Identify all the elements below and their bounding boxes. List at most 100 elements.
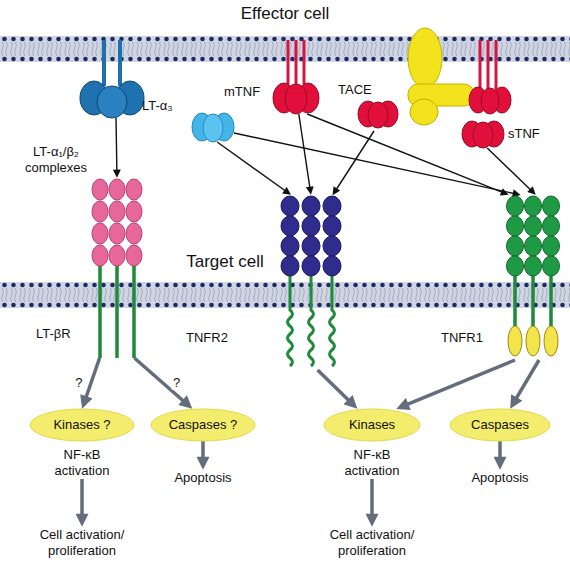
protein-domain: [302, 196, 320, 216]
arrow: [84, 358, 100, 404]
protein-domain: [508, 326, 522, 356]
stalk: [287, 40, 290, 84]
protein-domain: [97, 86, 127, 118]
receptor: TNFR1: [503, 195, 563, 360]
protein-domain: [126, 245, 142, 266]
enzyme-label: TACE: [338, 82, 372, 98]
protein-domain: [281, 196, 299, 216]
protein-domain: [544, 326, 558, 356]
tace-body: [408, 28, 442, 88]
stalk: [102, 40, 106, 86]
stalk: [513, 275, 517, 326]
tace-enzyme: [408, 28, 474, 125]
target-membrane: [0, 282, 570, 308]
arrow: [115, 118, 117, 175]
protein-domain: [302, 216, 320, 236]
protein-domain: [92, 201, 108, 222]
arrow: [217, 142, 289, 193]
tnfr2-shape: [278, 195, 344, 370]
outcome-label: Cell activation/ proliferation: [317, 527, 427, 559]
stalk: [115, 266, 119, 358]
outcome-label: NF-κB activation: [42, 447, 122, 479]
pathway-ellipse: Caspases: [450, 409, 550, 441]
stalk: [295, 40, 298, 84]
protein-domain: [323, 236, 341, 256]
arrow: [201, 441, 205, 465]
outcome-text: Apoptosis: [158, 470, 248, 486]
stalk: [479, 40, 482, 90]
outcome-label: Apoptosis: [455, 470, 545, 486]
cleaved-mtnf: [469, 40, 511, 114]
protein-domain: [109, 223, 125, 244]
outcome-text: NF-κB activation: [42, 447, 122, 479]
protein-domain: [302, 256, 320, 276]
effector-membrane: [0, 36, 570, 62]
ltcomplex-shape: [72, 62, 152, 118]
arrow: [401, 360, 515, 407]
edge-label: ?: [73, 374, 84, 389]
protein-domain: [92, 223, 108, 244]
protein-domain: [126, 223, 142, 244]
pathway-ellipse: Kinases: [324, 409, 420, 441]
receptor-tail: [309, 275, 314, 366]
receptor-name: TNFR1: [441, 330, 483, 346]
protein-domain: [302, 236, 320, 256]
protein-domain: [126, 201, 142, 222]
arrow: [299, 114, 311, 192]
outcome-text: Cell activation/ proliferation: [27, 527, 137, 559]
protein-domain: [543, 196, 560, 216]
protein-domain: [281, 236, 299, 256]
ltbr-shape: [88, 178, 146, 358]
pathway-name: Kinases: [349, 417, 395, 433]
receptor: TNFR2: [278, 195, 344, 370]
protein-domain: [543, 256, 560, 276]
ligand-name: sTNF: [508, 126, 540, 142]
cell-label: Effector cell: [241, 4, 330, 24]
outcome-text: Apoptosis: [455, 470, 545, 486]
protein-domain: [525, 236, 542, 256]
pathway-name: Kinases ?: [53, 417, 110, 433]
protein-domain: [507, 196, 524, 216]
released-trimer: [358, 101, 398, 128]
stalk: [549, 275, 553, 326]
arrow: [80, 479, 84, 522]
protein-domain: [525, 196, 542, 216]
edge-label: ?: [171, 374, 182, 389]
protein-domain: [109, 201, 125, 222]
protein-domain: [324, 409, 420, 441]
protein-domain: [323, 216, 341, 236]
protein-domain: [507, 256, 524, 276]
tace-lobe: [410, 99, 438, 125]
protein-domain: [507, 216, 524, 236]
protein-domain: [92, 179, 108, 200]
outcome-label: Apoptosis: [158, 470, 248, 486]
ligand: LT-α₁/β₂ complexes: [72, 62, 152, 118]
ligand-name: LT-α₃: [142, 98, 173, 114]
protein-domain: [109, 179, 125, 200]
protein-domain: [126, 179, 142, 200]
arrow: [318, 370, 354, 406]
receptor-name: LT-βR: [36, 326, 71, 342]
receptor-tail: [288, 275, 293, 366]
protein-domain: [323, 256, 341, 276]
arrow: [487, 148, 534, 193]
receptor-name: TNFR2: [186, 330, 228, 346]
outcome-label: Cell activation/ proliferation: [27, 527, 137, 559]
arrow: [513, 360, 539, 405]
protein-domain: [285, 84, 307, 114]
arrow: [134, 358, 188, 406]
protein-domain: [473, 122, 493, 148]
pathway-ellipse: Kinases ?: [30, 409, 134, 441]
arrow: [307, 114, 506, 194]
pathway-name: Caspases ?: [169, 417, 238, 433]
ligand: sTNF: [462, 120, 504, 148]
stalk: [531, 275, 535, 326]
protein-domain: [109, 245, 125, 266]
subunit: [481, 88, 499, 114]
cell-label: Target cell: [186, 252, 263, 272]
protein-domain: [543, 236, 560, 256]
subunit: [368, 102, 388, 128]
receptor: LT-βR: [88, 178, 146, 358]
stnf-shape: [462, 120, 504, 148]
tnfr1-shape: [503, 195, 563, 360]
